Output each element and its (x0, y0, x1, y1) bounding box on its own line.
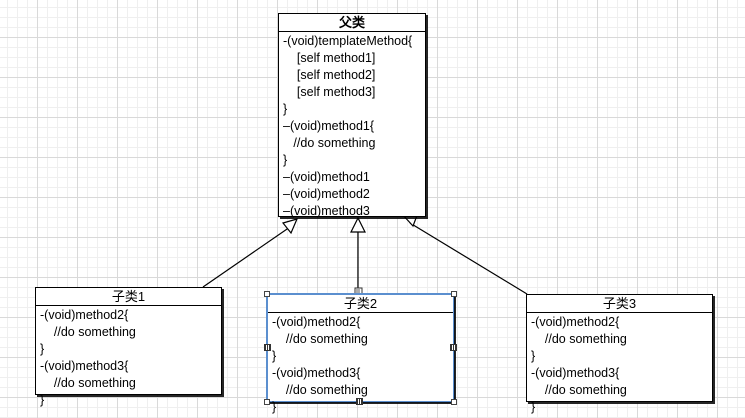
code-line: } (272, 349, 277, 363)
resize-handle-left[interactable] (264, 344, 271, 351)
inheritance-line-child1[interactable] (202, 226, 291, 288)
code-line: } (272, 400, 277, 414)
resize-handle-right[interactable] (450, 344, 457, 351)
code-line: -(void)method2{ (531, 315, 620, 329)
code-line: //do something (531, 383, 627, 397)
class-name-child2: 子类2 (268, 295, 453, 313)
generalization-arrowhead-child2 (350, 216, 366, 233)
resize-handle-top-left[interactable] (264, 291, 270, 297)
resize-handle-bottom[interactable] (356, 398, 363, 405)
code-line: //do something (40, 325, 136, 339)
class-methods-child1: -(void)method2{ //do something } -(void)… (36, 306, 221, 409)
code-line: } (283, 153, 288, 167)
code-line: [self method2] (283, 68, 376, 82)
class-box-parent[interactable]: 父类 -(void)templateMethod{ [self method1]… (278, 13, 426, 220)
resize-handle-top-right[interactable] (451, 291, 457, 297)
resize-handle-bottom-left[interactable] (264, 399, 270, 405)
class-box-child3[interactable]: 子类3 -(void)method2{ //do something } -(v… (526, 294, 713, 414)
code-line: } (531, 349, 536, 363)
generalization-arrowhead-child1 (281, 218, 299, 235)
code-line: //do something (40, 376, 136, 390)
code-line: } (283, 102, 288, 116)
code-line: [self method1] (283, 51, 376, 65)
code-line: –(void)method3 (283, 204, 370, 218)
inheritance-line-child3[interactable] (409, 222, 528, 295)
code-line: //do something (272, 332, 368, 346)
class-methods-child2: -(void)method2{ //do something } -(void)… (268, 313, 453, 416)
class-name-child3: 子类3 (527, 295, 712, 313)
code-line: } (40, 342, 45, 356)
code-line: -(void)method2{ (272, 315, 361, 329)
class-methods-parent: -(void)templateMethod{ [self method1] [s… (279, 32, 425, 220)
code-line: //do something (531, 332, 627, 346)
code-line: //do something (283, 136, 376, 150)
code-line: //do something (272, 383, 368, 397)
code-line: -(void)method2{ (40, 308, 129, 322)
code-line: –(void)method1{ (283, 119, 375, 133)
class-name-child1: 子类1 (36, 288, 221, 306)
class-methods-child3: -(void)method2{ //do something } -(void)… (527, 313, 712, 416)
code-line: } (40, 393, 45, 407)
code-line: -(void)templateMethod{ (283, 34, 413, 48)
class-box-child1[interactable]: 子类1 -(void)method2{ //do something } -(v… (35, 287, 222, 407)
code-line: } (531, 400, 536, 414)
code-line: -(void)method3{ (40, 359, 129, 373)
code-line: –(void)method2 (283, 187, 370, 201)
code-line: –(void)method1 (283, 170, 370, 184)
code-line: -(void)method3{ (531, 366, 620, 380)
code-line: [self method3] (283, 85, 376, 99)
class-box-child2[interactable]: 子类2 -(void)method2{ //do something } -(v… (267, 294, 454, 414)
resize-handle-bottom-right[interactable] (451, 399, 457, 405)
code-line: -(void)method3{ (272, 366, 361, 380)
class-name-parent: 父类 (279, 14, 425, 32)
